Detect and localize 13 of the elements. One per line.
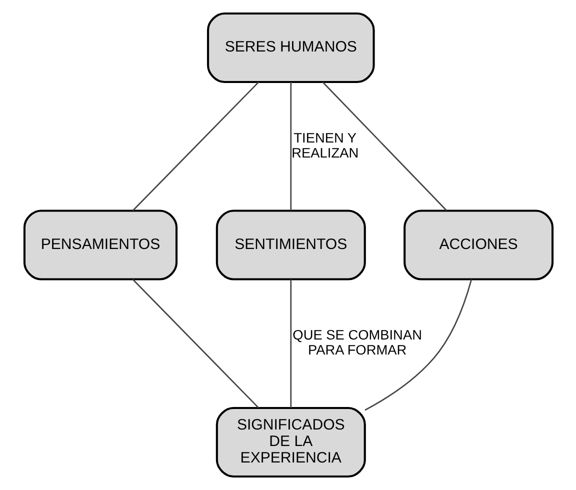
node-box: SENTIMIENTOS [215, 210, 366, 280]
node-box: SERES HUMANOS [206, 12, 374, 84]
edge-label: TIENEN Y REALIZAN [291, 130, 358, 160]
node-box: PENSAMIENTOS [22, 210, 178, 280]
connector [290, 279, 292, 408]
edge-label: QUE SE COMBINAN PARA FORMAR [292, 328, 422, 358]
connector [132, 82, 259, 211]
connector [132, 278, 258, 408]
connector [290, 82, 292, 210]
connector [322, 82, 447, 211]
node-box: SIGNIFICADOS DE LA EXPERIENCIA [215, 406, 366, 478]
node-box: ACCIONES [403, 210, 554, 280]
connector [364, 279, 472, 411]
